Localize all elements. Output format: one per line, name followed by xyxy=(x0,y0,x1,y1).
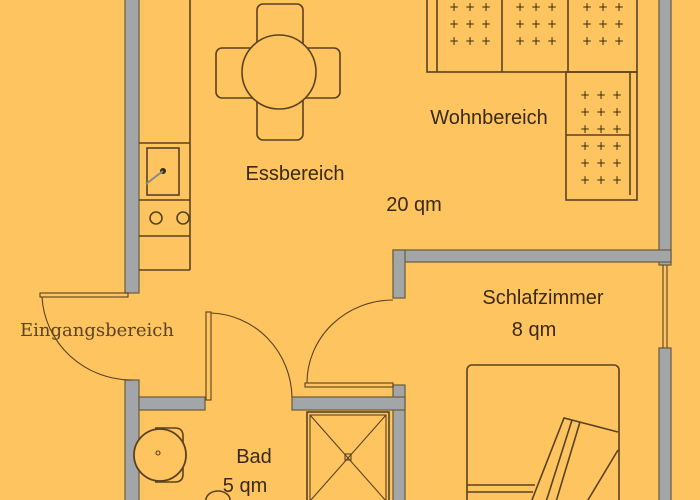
window xyxy=(662,265,668,348)
cushion-tuft-icon: + xyxy=(547,34,557,48)
cushion-tuft-icon: + xyxy=(481,34,491,48)
cushion-tuft-icon: + xyxy=(531,0,541,14)
cushion-tuft-icon: + xyxy=(580,139,590,153)
cushion-tuft-icon: + xyxy=(465,17,475,31)
cushion-tuft-icon: + xyxy=(612,139,622,153)
cushion-tuft-icon: + xyxy=(531,34,541,48)
cushion-tuft-icon: + xyxy=(580,156,590,170)
cushion-tuft-icon: + xyxy=(481,0,491,14)
sofa: + + + + + + + + + + + + + + + + + + + + + + + + + + + + + + + + + + + + + + + +… xyxy=(426,0,638,201)
cushion-tuft-icon: + xyxy=(449,0,459,14)
cushion-tuft-icon: + xyxy=(596,173,606,187)
room-label-wohnbereich: Wohnbereich xyxy=(430,107,547,129)
cushion-tuft-icon: + xyxy=(582,0,592,14)
cushion-tuft-icon: + xyxy=(465,0,475,14)
sink-icon xyxy=(146,147,180,196)
kitchen-counter xyxy=(139,0,191,271)
cushion-tuft-icon: + xyxy=(596,88,606,102)
cushion-tuft-icon: + xyxy=(598,17,608,31)
cushion-tuft-icon: + xyxy=(596,105,606,119)
entrance-door xyxy=(39,292,133,381)
dining-table xyxy=(215,3,341,141)
bedroom-door xyxy=(304,299,394,388)
bathroom-door xyxy=(205,311,293,401)
stove-burner-icon xyxy=(176,211,190,225)
cushion-tuft-icon: + xyxy=(612,156,622,170)
cushion-tuft-icon: + xyxy=(465,34,475,48)
room-label-schlafzimmer: Schlafzimmer xyxy=(482,287,603,309)
cushion-tuft-icon: + xyxy=(449,17,459,31)
cushion-tuft-icon: + xyxy=(580,105,590,119)
cushion-tuft-icon: + xyxy=(596,122,606,136)
cushion-tuft-icon: + xyxy=(531,17,541,31)
cushion-tuft-icon: + xyxy=(598,34,608,48)
cushion-tuft-icon: + xyxy=(547,0,557,14)
room-area-main: 20 qm xyxy=(386,194,442,216)
cushion-tuft-icon: + xyxy=(515,0,525,14)
shower xyxy=(306,411,390,500)
toilet xyxy=(205,490,231,500)
room-area-bad: 5 qm xyxy=(223,475,267,497)
room-label-bad: Bad xyxy=(236,446,272,468)
cushion-tuft-icon: + xyxy=(598,0,608,14)
room-label-eingangsbereich: Eingangsbereich xyxy=(20,320,174,341)
cushion-tuft-icon: + xyxy=(612,173,622,187)
cushion-tuft-icon: + xyxy=(614,34,624,48)
cushion-tuft-icon: + xyxy=(582,34,592,48)
cushion-tuft-icon: + xyxy=(612,105,622,119)
cushion-tuft-icon: + xyxy=(547,17,557,31)
cushion-tuft-icon: + xyxy=(449,34,459,48)
cushion-tuft-icon: + xyxy=(580,173,590,187)
cushion-tuft-icon: + xyxy=(580,122,590,136)
cushion-tuft-icon: + xyxy=(612,122,622,136)
cushion-tuft-icon: + xyxy=(614,17,624,31)
cushion-tuft-icon: + xyxy=(596,139,606,153)
cushion-tuft-icon: + xyxy=(515,17,525,31)
bed xyxy=(466,364,620,500)
cushion-tuft-icon: + xyxy=(612,88,622,102)
cushion-tuft-icon: + xyxy=(580,88,590,102)
cushion-tuft-icon: + xyxy=(596,156,606,170)
washbasin xyxy=(133,427,187,483)
room-label-essbereich: Essbereich xyxy=(246,163,345,185)
stove-burner-icon xyxy=(149,211,163,225)
room-area-schlafzimmer: 8 qm xyxy=(512,319,556,341)
cushion-tuft-icon: + xyxy=(481,17,491,31)
cushion-tuft-icon: + xyxy=(582,17,592,31)
cushion-tuft-icon: + xyxy=(515,34,525,48)
cushion-tuft-icon: + xyxy=(614,0,624,14)
